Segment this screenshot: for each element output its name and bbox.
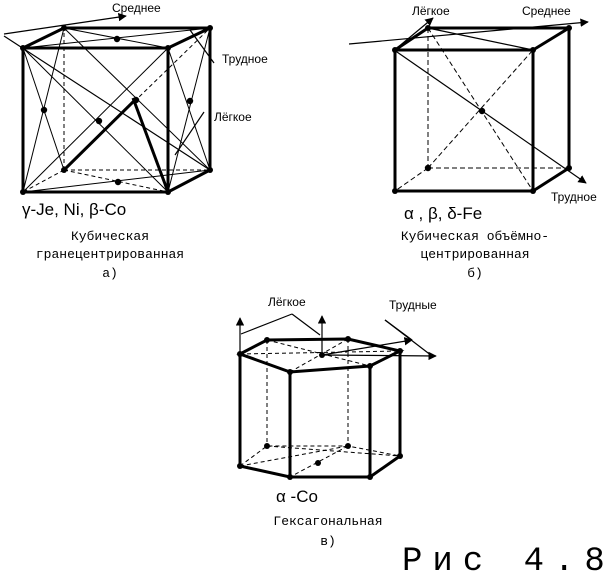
fcc-formula: γ-Je, Ni, β-Co [22, 200, 126, 219]
hex-hard-axis-label: Трудные [389, 298, 437, 312]
fcc-sublabel: а) [102, 266, 118, 281]
figure-label: Рис 4.8 [402, 543, 604, 577]
hex-front-edges [236, 337, 405, 479]
hex-prism-diagram [235, 313, 437, 480]
bcc-caption-line2: центрированная [420, 247, 529, 262]
fcc-hidden-edges [22, 27, 211, 193]
hex-hidden-edges [239, 338, 401, 478]
fcc-face-diagonals [22, 27, 211, 193]
bcc-sublabel: б) [467, 266, 483, 281]
hex-direction-axes [235, 313, 437, 361]
fcc-hard-axis-label: Трудное [222, 52, 268, 66]
bcc-medium-axis-label: Среднее [522, 4, 571, 18]
fcc-caption-line1: Кубическая [71, 229, 149, 244]
bcc-front-edges [393, 26, 571, 193]
hex-caption-line1: Гексагональная [273, 514, 382, 529]
bcc-hard-axis-label: Трудное [551, 190, 597, 204]
bcc-easy-axis-label: Лёгкое [412, 4, 450, 18]
bcc-direction-axes [348, 17, 589, 184]
fcc-atoms [20, 25, 213, 195]
hex-easy-axis-label: Лёгкое [268, 295, 306, 309]
bcc-formula: α , β, δ-Fe [404, 204, 482, 223]
fcc-direction-axes [3, 12, 215, 171]
fcc-caption-line2: гранецентрированная [36, 247, 184, 262]
hex-atoms [237, 336, 403, 480]
fcc-cube-diagram [3, 12, 215, 195]
fcc-medium-axis-label: Среднее [112, 1, 161, 15]
bcc-caption-line1: Кубическая объёмно- [401, 229, 549, 244]
fcc-easy-axis-label: Лёгкое [214, 110, 252, 124]
bcc-cube-diagram [348, 17, 589, 194]
fcc-front-edges [21, 26, 212, 194]
hex-sublabel: в) [320, 534, 336, 549]
hex-formula: α -Co [276, 487, 318, 506]
bcc-atoms [392, 25, 572, 194]
